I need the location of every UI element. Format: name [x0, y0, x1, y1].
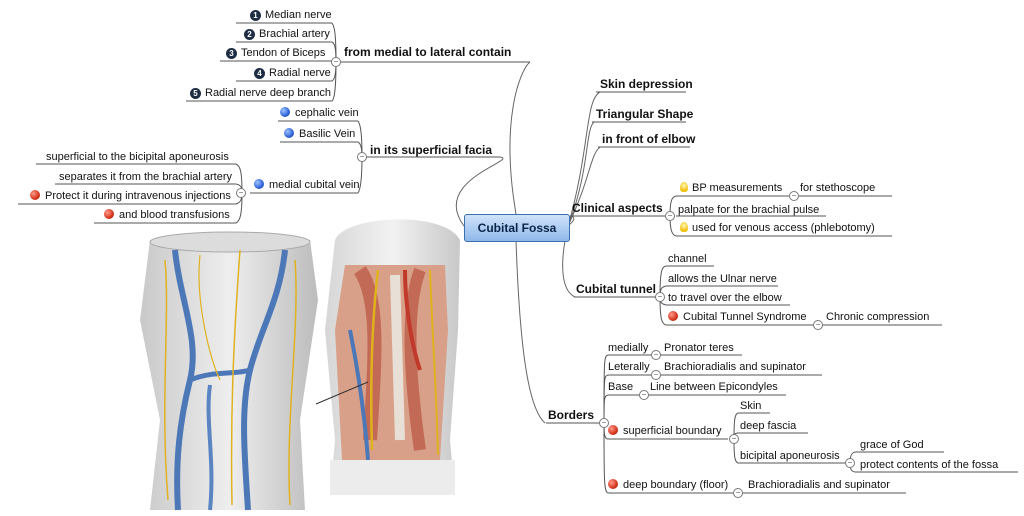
border-leterally[interactable]: Leterally [608, 361, 650, 373]
node-in-front-of-elbow[interactable]: in front of elbow [602, 132, 696, 146]
sb-child-deep-fascia[interactable]: deep fascia [740, 420, 797, 432]
number-5-icon: 5 [190, 88, 201, 99]
clinical-bp-child[interactable]: for stethoscope [800, 182, 876, 194]
mcv-child-3[interactable]: Protect it during intravenous injections [30, 190, 231, 203]
sb-child-aponeurosis[interactable]: bicipital aponeurosis [740, 450, 840, 462]
superficial-item-median-cubital[interactable]: medial cubital vein [254, 179, 360, 192]
tunnel-syndrome-child[interactable]: Chronic compression [826, 311, 930, 323]
border-medially-child[interactable]: Pronator teres [664, 342, 734, 354]
collapse-toggle-medially[interactable]: − [651, 350, 661, 360]
collapse-toggle-contents[interactable]: − [331, 57, 341, 67]
collapse-toggle-clinical[interactable]: − [665, 211, 675, 221]
collapse-toggle-syndrome[interactable]: − [813, 320, 823, 330]
collapse-toggle-base[interactable]: − [639, 390, 649, 400]
collapse-toggle-leterally[interactable]: − [651, 370, 661, 380]
central-topic[interactable]: Cubital Fossa [464, 214, 570, 242]
clinical-palpate[interactable]: palpate for the brachial pulse [678, 204, 820, 216]
clinical-bp[interactable]: BP measurements [680, 182, 782, 195]
border-base[interactable]: Base [608, 381, 634, 393]
node-triangular-shape[interactable]: Triangular Shape [596, 107, 694, 121]
mcv-child-4[interactable]: and blood transfusions [104, 209, 230, 222]
branch-clinical-label[interactable]: Clinical aspects [572, 201, 663, 215]
tunnel-item-channel[interactable]: channel [668, 253, 707, 265]
number-1-icon: 1 [250, 10, 261, 21]
border-leterally-child[interactable]: Brachioradialis and supinator [664, 361, 806, 373]
lightbulb-icon [680, 222, 688, 232]
collapse-toggle-superficial-boundary[interactable]: − [729, 434, 739, 444]
tunnel-item-travel[interactable]: to travel over the elbow [668, 292, 782, 304]
ba-child-grace[interactable]: grace of God [860, 439, 924, 451]
node-skin-depression[interactable]: Skin depression [600, 77, 693, 91]
red-dot-icon [104, 209, 114, 219]
mcv-child-1[interactable]: superficial to the bicipital aponeurosis [46, 151, 229, 163]
superficial-item-basilic[interactable]: Basilic Vein [284, 128, 355, 141]
red-dot-icon [608, 479, 618, 489]
border-medially[interactable]: medially [608, 342, 649, 354]
arm-illustration-deep [315, 219, 460, 495]
arm-illustration-superficial [140, 231, 318, 511]
border-base-child[interactable]: Line between Epicondyles [650, 381, 778, 393]
number-4-icon: 4 [254, 68, 265, 79]
branch-tunnel-label[interactable]: Cubital tunnel [576, 282, 656, 296]
borders-branch [546, 354, 1018, 494]
tunnel-syndrome[interactable]: Cubital Tunnel Syndrome [668, 311, 807, 324]
contents-branch [186, 22, 530, 102]
number-3-icon: 3 [226, 48, 237, 59]
red-dot-icon [608, 425, 618, 435]
blue-dot-icon [284, 128, 294, 138]
collapse-toggle-bp[interactable]: − [789, 191, 799, 201]
branch-contents-label[interactable]: from medial to lateral contain [344, 45, 512, 59]
connectors [455, 61, 601, 424]
border-superficial[interactable]: superficial boundary [608, 425, 721, 438]
blue-dot-icon [254, 179, 264, 189]
border-deep[interactable]: deep boundary (floor) [608, 479, 728, 492]
border-deep-child[interactable]: Brachioradialis and supinator [748, 479, 890, 491]
branch-superficial-label[interactable]: in its superficial facia [370, 143, 493, 157]
red-dot-icon [30, 190, 40, 200]
right-simple-lines [592, 91, 690, 148]
red-dot-icon [668, 311, 678, 321]
collapse-toggle-mcv[interactable]: − [236, 188, 246, 198]
collapse-toggle-tunnel[interactable]: − [655, 292, 665, 302]
tunnel-item-allows[interactable]: allows the Ulnar nerve [668, 273, 777, 285]
superficial-item-cephalic[interactable]: cephalic vein [280, 107, 359, 120]
clinical-venous[interactable]: used for venous access (phlebotomy) [680, 222, 875, 235]
mcv-child-2[interactable]: separates it from the brachial artery [59, 171, 233, 183]
superficial-branch [18, 120, 500, 224]
tunnel-branch [574, 265, 942, 326]
collapse-toggle-superficial[interactable]: − [357, 152, 367, 162]
ba-child-protect[interactable]: protect contents of the fossa [860, 459, 999, 471]
branch-borders-label[interactable]: Borders [548, 408, 595, 422]
collapse-toggle-aponeurosis[interactable]: − [845, 458, 855, 468]
collapse-toggle-borders[interactable]: − [599, 418, 609, 428]
sb-child-skin[interactable]: Skin [740, 400, 762, 412]
number-2-icon: 2 [244, 29, 255, 40]
collapse-toggle-deep[interactable]: − [733, 488, 743, 498]
lightbulb-icon [680, 182, 688, 192]
blue-dot-icon [280, 107, 290, 117]
